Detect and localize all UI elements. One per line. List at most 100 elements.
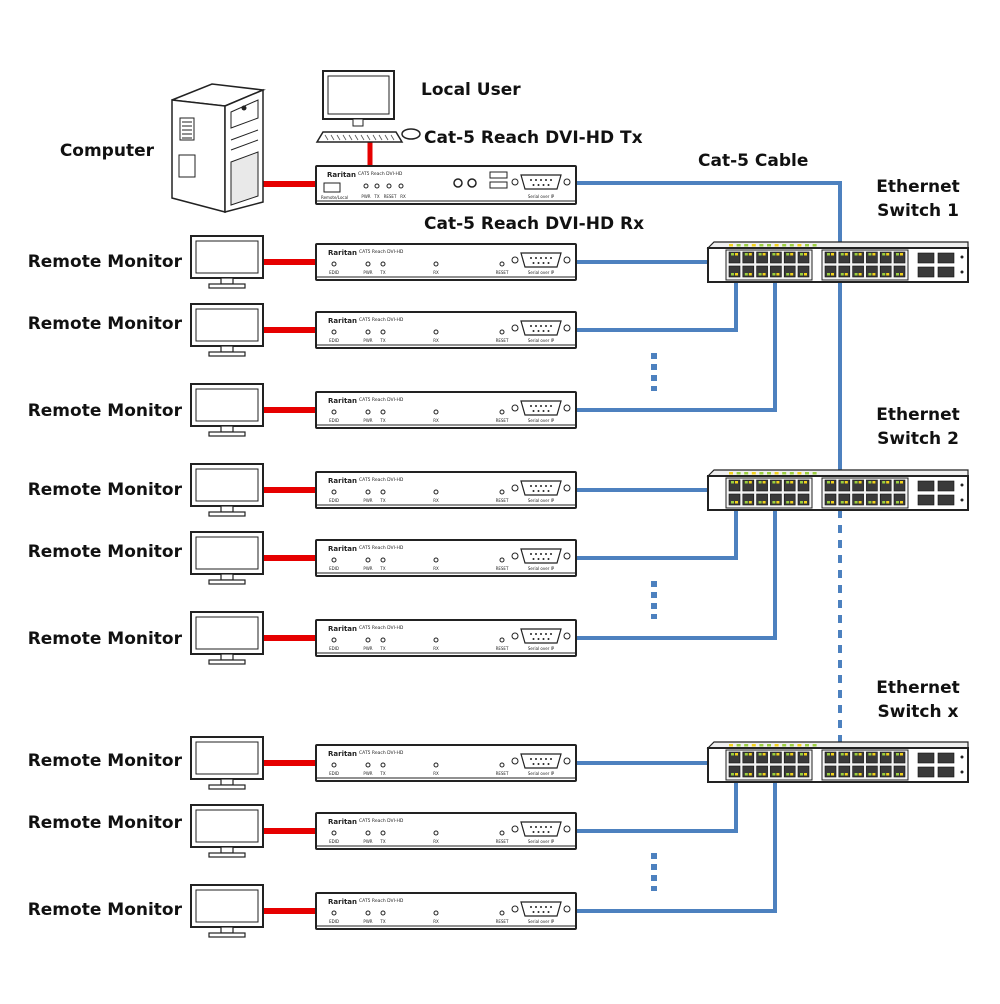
led-indicator [380, 637, 386, 643]
led-label: RX [433, 839, 439, 844]
ethernet-port [756, 493, 768, 506]
port-led [805, 744, 809, 747]
ethernet-port [783, 751, 796, 764]
serial-label: Serial over IP [528, 338, 555, 343]
ethernet-port [770, 751, 782, 764]
led-label: TX [379, 566, 385, 571]
serial-label: Serial over IP [528, 839, 555, 844]
led-indicator [365, 762, 371, 768]
ethernet-port [728, 765, 741, 778]
ethernet-port [728, 751, 741, 764]
uplink-port [917, 752, 935, 764]
led-label: RESET [496, 270, 509, 275]
ethernet-port [852, 493, 864, 506]
port-led [789, 472, 794, 475]
port-led [774, 744, 779, 747]
blue-cable-rx [576, 510, 777, 640]
blue-cable-rx [576, 510, 738, 560]
device-brand: Raritan [328, 750, 357, 758]
device-model: CAT5 Reach DVI-HD [359, 397, 404, 403]
ethernet-port [797, 751, 810, 764]
device-brand: Raritan [328, 545, 357, 553]
uplink-port [937, 494, 955, 506]
remote-monitor-label: Remote Monitor [27, 480, 182, 500]
led-indicator [331, 261, 337, 267]
led-label: TX [379, 839, 385, 844]
ethernet-port [824, 765, 837, 778]
led-label: PWR [363, 498, 372, 503]
ethernet-port [756, 265, 768, 278]
monitor-icon [322, 70, 395, 127]
led-label: RX [433, 270, 439, 275]
led-indicator [499, 637, 505, 643]
device-model: CAT5 Reach DVI-HD [359, 249, 404, 255]
led-label: EDID [329, 919, 339, 924]
led-label: RX [433, 418, 439, 423]
ethernet-port [893, 765, 906, 778]
led-indicator [374, 183, 380, 189]
device-brand: Raritan [328, 625, 357, 633]
port-led [805, 472, 809, 475]
led-label: EDID [329, 338, 339, 343]
led-indicator [365, 261, 371, 267]
led-indicator [499, 762, 505, 768]
ethernet-port [742, 765, 755, 778]
led-label: EDID [329, 498, 339, 503]
led-label: EDID [329, 771, 339, 776]
uplink-port [937, 766, 955, 778]
led-indicator [365, 329, 371, 335]
led-label: PWR [363, 270, 372, 275]
port-led [759, 472, 764, 475]
led-indicator [499, 329, 505, 335]
led-label: PWR [363, 338, 372, 343]
ethernet-port [797, 251, 810, 264]
ethernet-switch-icon [706, 741, 969, 783]
usb-port-icon [489, 181, 508, 189]
uplink-port [917, 766, 935, 778]
port-led [767, 244, 771, 247]
ethernet-port [866, 265, 878, 278]
ethernet-port [728, 493, 741, 506]
ethernet-port [852, 765, 864, 778]
tx-label: Cat-5 Reach DVI-HD Tx [424, 128, 643, 148]
port-led [744, 244, 749, 247]
led-label: RX [433, 566, 439, 571]
ethernet-port [879, 251, 892, 264]
monitor-icon [190, 736, 264, 790]
port-led [767, 744, 771, 747]
led-indicator [380, 762, 386, 768]
port-led [751, 472, 756, 475]
device-brand: Raritan [328, 818, 357, 826]
uplink-port [937, 752, 955, 764]
led-indicator [433, 910, 439, 916]
device-brand: Raritan [328, 317, 357, 325]
led-indicator [499, 557, 505, 563]
device-model: CAT5 Reach DVI-HD [359, 625, 404, 631]
ethernet-port [770, 765, 782, 778]
ethernet-port [756, 251, 768, 264]
ethernet-port [852, 265, 864, 278]
ethernet-port [824, 479, 837, 492]
ethernet-port [866, 493, 878, 506]
port-led [736, 744, 741, 747]
ethernet-port [893, 265, 906, 278]
led-label: PWR [363, 646, 372, 651]
led-label: EDID [329, 418, 339, 423]
remote-monitor-label: Remote Monitor [27, 629, 182, 649]
ethernet-port [728, 479, 741, 492]
device-brand: Raritan [328, 249, 357, 257]
led-label: RESET [496, 919, 509, 924]
led-label: TX [379, 338, 385, 343]
cable-label: Cat-5 Cable [698, 151, 809, 171]
ethernet-port [770, 493, 782, 506]
monitor-icon [190, 531, 264, 585]
led-indicator [380, 557, 386, 563]
ethernet-port [879, 751, 892, 764]
led-label: RX [400, 194, 406, 199]
port-led [812, 244, 817, 247]
ethernet-port [756, 479, 768, 492]
led-label: TX [379, 771, 385, 776]
